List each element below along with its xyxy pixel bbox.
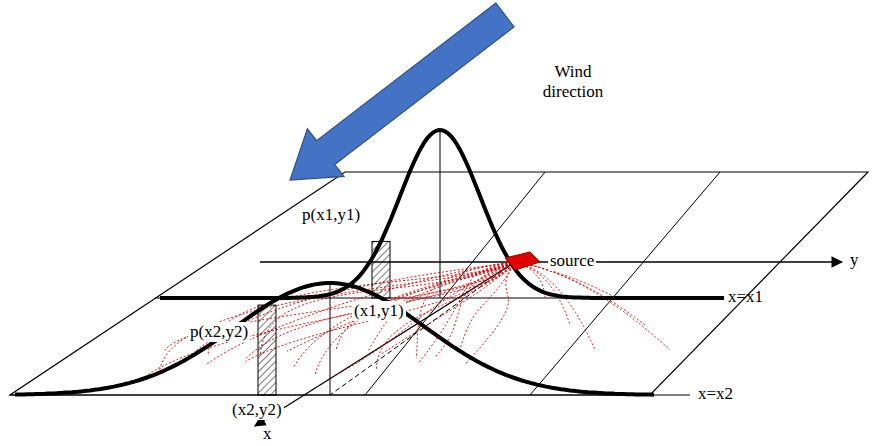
- axis-label: x: [263, 424, 272, 444]
- plume-path: [165, 262, 515, 350]
- plume-path: [332, 262, 515, 377]
- plume-paths: [140, 262, 670, 380]
- section-label: x=x2: [698, 384, 733, 404]
- plume-path: [417, 262, 516, 358]
- wind-label: Wind direction: [538, 62, 608, 101]
- ground-plane: [10, 172, 868, 395]
- probability-bar: [258, 305, 276, 395]
- gaussian-curves: [15, 130, 724, 395]
- probability-label: p(x2,y2): [188, 322, 250, 342]
- plume-path: [140, 262, 515, 380]
- plume-path: [336, 262, 515, 350]
- point-label: (x1,y1): [352, 301, 406, 321]
- section-label: x=x1: [728, 287, 763, 307]
- plume-path: [465, 262, 515, 364]
- plume-path: [515, 262, 670, 350]
- source-marker: [505, 252, 540, 270]
- grid-line: [530, 172, 720, 395]
- peak-line: [440, 130, 441, 298]
- source-label: source: [548, 251, 596, 271]
- wind-arrow: [290, 3, 514, 180]
- probability-label: p(x1,y1): [300, 205, 362, 225]
- gaussian-curve: [15, 283, 654, 395]
- plume-path: [459, 262, 515, 353]
- gaussian-curve: [160, 130, 724, 298]
- grid-line: [365, 172, 545, 395]
- plume-path: [515, 262, 645, 325]
- plume-path: [515, 262, 595, 350]
- peak-line: [330, 283, 331, 395]
- axis-label: y: [850, 250, 859, 270]
- plume-path: [160, 262, 516, 372]
- plume-path: [419, 262, 515, 362]
- plume-centerline: [330, 262, 515, 395]
- point-label: (x2,y2): [230, 400, 284, 420]
- plume-path: [293, 262, 515, 368]
- section-line: [10, 394, 690, 395]
